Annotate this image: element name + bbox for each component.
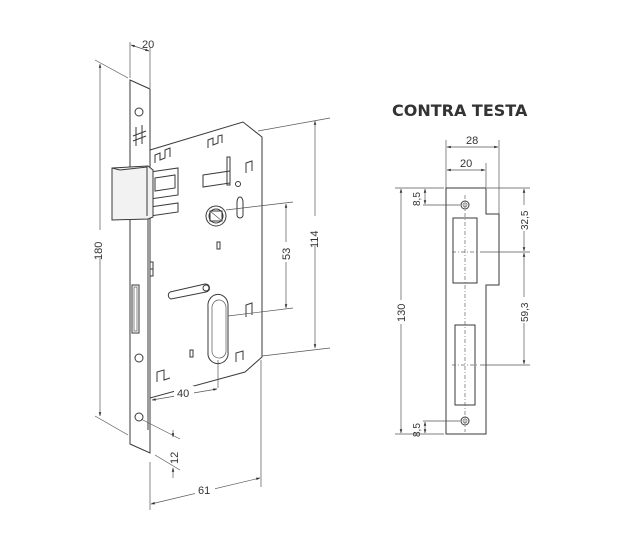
latch-bolt (111, 165, 154, 221)
lock-dimensions: 20 180 114 53 40 12 61 (92, 39, 331, 510)
lock-body (111, 79, 263, 454)
strike-plate (445, 187, 500, 435)
dim-strike-total-width: 28 (466, 135, 478, 147)
brand-logo-icon (132, 125, 147, 146)
pin (216, 241, 221, 250)
dim-handle-to-cylinder: 53 (281, 248, 293, 260)
screw-hole-bottom (134, 412, 144, 422)
dim-top-hole-offset: 8,5 (412, 192, 423, 206)
lock-case (149, 121, 263, 399)
case-lugs (154, 134, 253, 382)
cylinder-keyhole (207, 293, 229, 365)
strike-plate-title: CONTRA TESTA (392, 101, 528, 120)
bolt-housing (149, 167, 179, 200)
dim-strike-plate-width: 20 (460, 158, 472, 170)
strike-plate-section: CONTRA TESTA (392, 101, 528, 435)
dim-latch-offset: 32,5 (520, 210, 531, 230)
dim-backset: 40 (177, 388, 189, 400)
bolt-slot (131, 284, 140, 334)
dim-faceplate-width: 20 (142, 39, 154, 51)
screw-hole-top (134, 107, 144, 117)
dim-strike-total-height: 130 (396, 304, 408, 322)
dim-case-depth: 61 (198, 485, 210, 497)
dim-latch-to-bolt: 59,3 (520, 302, 531, 322)
dim-bottom-hole-offset: 8,5 (412, 423, 423, 437)
spindle-follower (205, 196, 244, 227)
screw-hole-mid (134, 353, 144, 363)
dim-faceplate-height: 180 (93, 242, 105, 260)
latch-bar (167, 283, 210, 300)
dim-screw-offset: 12 (169, 452, 181, 464)
strike-dimensions: 28 20 130 8,5 8,5 32,5 59,3 (393, 135, 532, 437)
dim-case-height: 114 (309, 230, 321, 248)
